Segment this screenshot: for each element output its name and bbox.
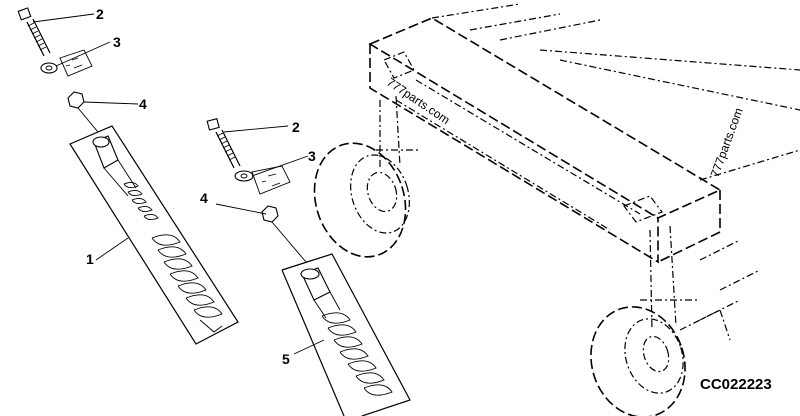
middle-tag <box>251 165 291 195</box>
middle-bolt <box>206 118 241 169</box>
machine-wheel-left <box>313 95 420 258</box>
left-spring-assembly <box>69 125 239 345</box>
machine-phantom <box>313 3 800 416</box>
left-nut <box>67 91 85 109</box>
machine-wheel-right <box>590 225 761 416</box>
middle-spring-assembly <box>281 253 411 416</box>
middle-washer <box>234 170 254 182</box>
callout-5: 5 <box>282 351 290 367</box>
middle-exploded-stack: 2 3 4 5 <box>200 118 411 416</box>
callout-3-left: 3 <box>113 34 121 50</box>
middle-nut <box>261 205 279 223</box>
callout-3-middle: 3 <box>308 148 316 164</box>
left-washer <box>40 62 58 74</box>
callout-4-middle: 4 <box>200 190 208 206</box>
callout-2-middle: 2 <box>292 119 300 135</box>
callout-2-left: 2 <box>96 6 104 22</box>
left-tag <box>59 49 93 77</box>
watermark-left: 777parts.com <box>384 75 452 127</box>
callout-4-left: 4 <box>139 96 147 112</box>
figure-code: CC022223 <box>700 376 772 393</box>
left-bolt <box>17 7 51 57</box>
left-exploded-stack: 2 3 4 1 <box>17 6 239 345</box>
callout-1: 1 <box>86 251 94 267</box>
